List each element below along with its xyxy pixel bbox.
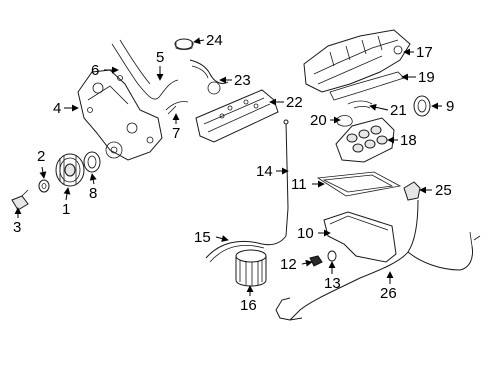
callout-7: 7 bbox=[172, 125, 181, 142]
callout-3: 3 bbox=[13, 219, 22, 236]
callout-1: 1 bbox=[62, 201, 71, 218]
callout-14: 14 bbox=[256, 163, 273, 180]
callout-5: 5 bbox=[156, 49, 165, 66]
callout-8: 8 bbox=[89, 185, 98, 202]
crank-bolt bbox=[11, 189, 29, 211]
callout-17: 17 bbox=[416, 44, 433, 61]
callout-2: 2 bbox=[37, 148, 46, 165]
washer bbox=[38, 179, 50, 193]
callout-26: 26 bbox=[380, 285, 397, 302]
intake-manifold bbox=[303, 29, 411, 93]
valve-cover-right bbox=[335, 117, 395, 163]
crankshaft-pulley bbox=[55, 153, 85, 187]
callout-11: 11 bbox=[291, 176, 307, 193]
callout-13: 13 bbox=[324, 275, 341, 292]
valve-cover bbox=[195, 81, 279, 143]
callout-25: 25 bbox=[435, 182, 452, 199]
oil-filter bbox=[235, 249, 267, 287]
drain-plug-gasket bbox=[327, 250, 337, 262]
oil-pan bbox=[323, 211, 397, 263]
callout-23: 23 bbox=[234, 72, 251, 89]
gasket-7 bbox=[165, 101, 189, 115]
callout-12: 12 bbox=[280, 256, 297, 273]
callout-22: 22 bbox=[286, 94, 303, 111]
timing-cover-gasket bbox=[111, 43, 179, 100]
callout-19: 19 bbox=[418, 69, 435, 86]
dipstick bbox=[285, 121, 289, 237]
gasket-21 bbox=[347, 100, 373, 109]
dipstick-tube bbox=[205, 235, 287, 259]
callout-16: 16 bbox=[240, 297, 257, 314]
callout-18: 18 bbox=[400, 132, 417, 149]
callout-15: 15 bbox=[194, 229, 211, 246]
oil-filler-cap bbox=[174, 38, 194, 50]
callout-10: 10 bbox=[297, 225, 314, 242]
callout-20: 20 bbox=[310, 112, 327, 129]
rear-seal bbox=[413, 95, 431, 117]
gasket-20 bbox=[335, 115, 353, 127]
callout-24: 24 bbox=[206, 32, 223, 49]
callout-21: 21 bbox=[390, 102, 407, 119]
front-seal bbox=[83, 151, 101, 173]
wiring-harness bbox=[275, 199, 481, 321]
callout-4: 4 bbox=[53, 100, 62, 117]
callout-9: 9 bbox=[446, 98, 455, 115]
oil-pan-gasket bbox=[316, 171, 402, 197]
intake-gasket bbox=[329, 71, 405, 101]
bracket bbox=[403, 181, 421, 201]
callout-6: 6 bbox=[91, 62, 100, 79]
